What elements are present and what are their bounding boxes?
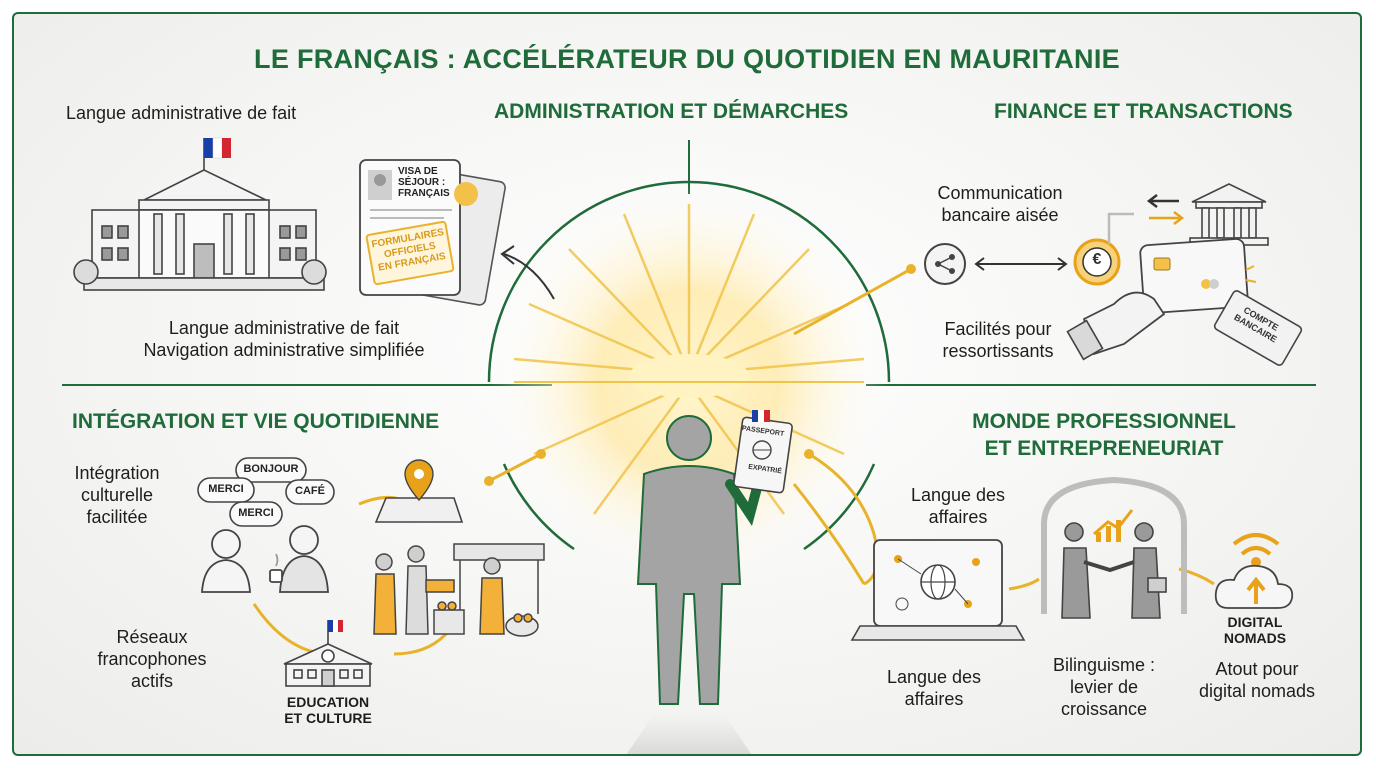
pro-bilingual-line1: Bilinguisme :	[1052, 655, 1156, 675]
pro-bilingual-line2: levier de	[1069, 677, 1139, 697]
bubble-merci: MERCI	[208, 483, 244, 495]
infographic-frame: LE FRANÇAIS : ACCÉLÉRATEUR DU QUOTIDIEN …	[12, 12, 1362, 756]
euro-coin-icon	[1073, 238, 1121, 286]
connector-dot	[536, 449, 546, 459]
people-talking-icon	[201, 525, 329, 593]
passport-icon	[733, 410, 793, 494]
handshake-icon	[1041, 476, 1187, 619]
arrow-icon	[503, 253, 555, 300]
pro-heading-line1: MONDE PROFESSIONNEL	[972, 410, 1236, 433]
admin-top-label: Langue administrative de fait	[66, 103, 297, 123]
euro-symbol: €	[1092, 251, 1102, 268]
cloud-upload-icon	[1214, 564, 1294, 609]
pro-atout-label: Atout pour digital nomads	[1174, 658, 1340, 702]
pro-business-top-line1: Langue des	[910, 485, 1006, 505]
integration-networks-line3: actifs	[130, 671, 173, 691]
pro-bilingual-line3: croissance	[1060, 699, 1148, 719]
education-line1: EDUCATION	[286, 694, 370, 710]
finance-fac-line1: Facilités pour	[944, 319, 1052, 339]
education-label: EDUCATION ET CULTURE	[268, 694, 388, 726]
wifi-icon	[1232, 533, 1280, 567]
integration-culture-line2: culturelle	[80, 485, 154, 505]
illustration-layer	[62, 137, 1316, 754]
pro-business-top-label: Langue des affaires	[898, 484, 1018, 528]
finance-heading: FINANCE ET TRANSACTIONS	[994, 100, 1293, 123]
bank-icon	[1189, 183, 1269, 246]
integration-culture-label: Intégration culturelle facilitée	[62, 462, 172, 528]
admin-bottom-line1: Langue administrative de fait	[168, 318, 400, 338]
transfer-arrows-icon	[1107, 194, 1185, 244]
bubble-bonjour: BONJOUR	[243, 463, 299, 475]
digital-nomads-line2: NOMADS	[1223, 630, 1287, 646]
pro-atout-line1: Atout pour	[1215, 659, 1299, 679]
visa-document-icon	[359, 159, 506, 306]
finance-fac-label: Facilités pour ressortissants	[918, 318, 1078, 362]
integration-networks-line1: Réseaux	[116, 627, 188, 647]
finance-comm-label: Communication bancaire aisée	[910, 182, 1090, 226]
french-flag-icon	[204, 137, 231, 159]
integration-networks-line2: francophones	[97, 649, 207, 669]
integration-culture-line1: Intégration	[74, 463, 160, 483]
finance-fac-line2: ressortissants	[942, 341, 1054, 361]
pro-bilingual-label: Bilinguisme : levier de croissance	[1034, 654, 1174, 720]
education-line2: ET CULTURE	[284, 710, 372, 726]
pro-heading-line2: ET ENTREPRENEURIAT	[984, 437, 1224, 460]
integration-culture-line3: facilitée	[86, 507, 148, 527]
integration-networks-label: Réseaux francophones actifs	[82, 626, 222, 692]
finance-comm-line2: bancaire aisée	[941, 205, 1059, 225]
pro-atout-line2: digital nomads	[1198, 681, 1316, 701]
digital-nomads-line1: DIGITAL	[1227, 614, 1283, 630]
school-icon	[283, 620, 373, 687]
bank-card-icon	[1066, 238, 1303, 366]
government-building-icon	[73, 138, 327, 291]
pro-business-bottom-label: Langue des affaires	[864, 666, 1004, 710]
page-title: LE FRANÇAIS : ACCÉLÉRATEUR DU QUOTIDIEN …	[254, 44, 1120, 74]
sunburst-icon	[487, 180, 891, 582]
market-icon	[373, 543, 545, 637]
connector-dot	[906, 264, 916, 274]
integration-heading: INTÉGRATION ET VIE QUOTIDIENNE	[72, 410, 440, 433]
pro-business-bottom-line2: affaires	[904, 689, 964, 709]
digital-nomads-label: DIGITAL NOMADS	[1200, 614, 1310, 646]
person-icon	[626, 415, 763, 754]
double-arrow-icon	[974, 257, 1068, 271]
bubble-cafe: CAFÉ	[295, 485, 325, 497]
map-pin-icon	[374, 459, 464, 523]
visa-doc-title-line1: VISA DE	[398, 166, 438, 177]
share-icon	[924, 243, 966, 285]
admin-bottom-label: Langue administrative de fait Navigation…	[104, 317, 464, 361]
admin-bottom-line2: Navigation administrative simplifiée	[143, 340, 425, 360]
visa-doc-title-line3: FRANÇAIS	[398, 188, 450, 199]
connector-dot	[804, 449, 814, 459]
connector-dot	[484, 476, 494, 486]
pro-business-bottom-line1: Langue des	[886, 667, 982, 687]
pro-heading: MONDE PROFESSIONNEL ET ENTREPRENEURIAT	[944, 408, 1264, 462]
pro-business-top-line2: affaires	[928, 507, 988, 527]
admin-heading: ADMINISTRATION ET DÉMARCHES	[494, 100, 849, 123]
laptop-globe-icon	[850, 539, 1026, 641]
bubble-merci-2: MERCI	[238, 507, 274, 519]
speech-bubbles-icon	[197, 457, 335, 527]
finance-comm-line1: Communication	[937, 183, 1063, 203]
visa-doc-title-line2: SÉJOUR :	[398, 177, 446, 188]
visa-doc-title: VISA DE SÉJOUR : FRANÇAIS	[398, 166, 458, 199]
